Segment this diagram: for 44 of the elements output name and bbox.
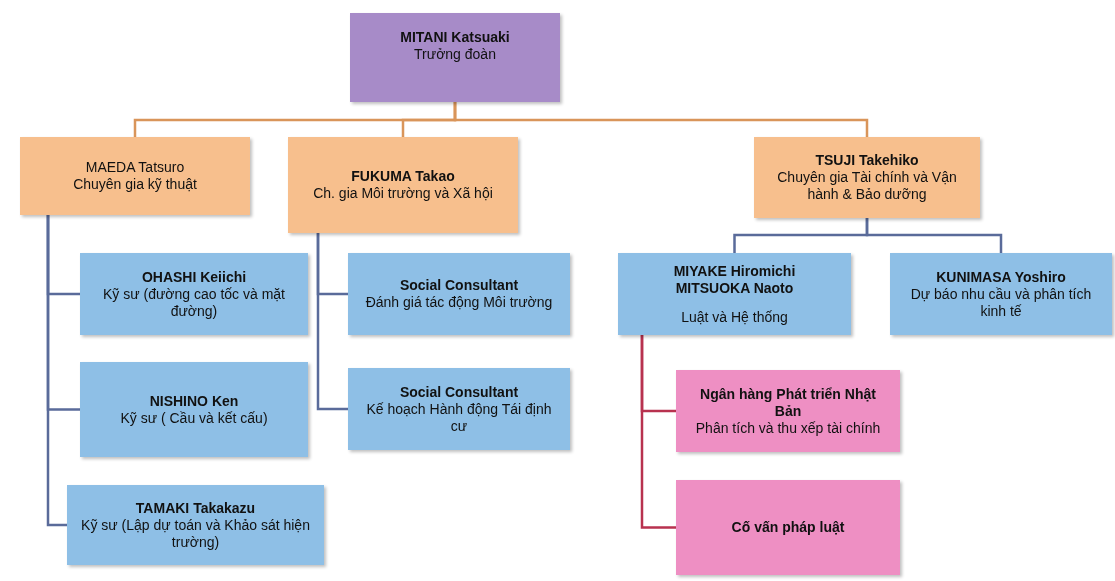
- role-text: Ch. gia Môi trường và Xã hội: [313, 185, 493, 202]
- role-text: Đánh giá tác động Môi trường: [365, 294, 553, 311]
- person-name: Social Consultant: [399, 383, 519, 401]
- person-name: MITANI Katsuaki: [400, 29, 510, 46]
- role-text: Kỹ sư ( Cầu và kết cấu): [120, 409, 268, 427]
- org-box: [676, 370, 900, 452]
- person-name: KUNIMASA Yoshiro: [936, 268, 1066, 286]
- person-name: NISHINO Ken: [149, 392, 239, 410]
- org-box: [348, 253, 570, 335]
- role-text: Phân tích và thu xếp tài chính: [695, 419, 881, 437]
- org-box: [20, 137, 250, 215]
- person-name: Ngân hàng Phát triển Nhật Bản: [699, 385, 877, 420]
- connector-line: [316, 233, 348, 411]
- role-text: Kế hoạch Hành động Tái định cư: [365, 400, 553, 435]
- person-name: Social Consultant: [399, 277, 519, 294]
- role-text: Chuyên gia kỹ thuật: [73, 176, 197, 193]
- org-box: [80, 362, 308, 457]
- role-text: Chuyên gia Tài chính và Vận hành & Bảo dưỡng: [776, 169, 958, 203]
- org-box: [890, 253, 1112, 335]
- person-name: TAMAKI Takakazu: [135, 499, 256, 517]
- person-name: OHASHI Keiichi: [141, 268, 247, 286]
- role-text: Kỹ sư (đường cao tốc và mặt đường): [102, 285, 286, 320]
- role-text: Dự báo nhu cầu và phân tích kinh tế: [909, 285, 1093, 320]
- org-box: [80, 253, 308, 335]
- role-text: Kỹ sư (Lập dự toán và Khảo sát hiện trường): [80, 516, 311, 551]
- connector-line: [453, 102, 869, 137]
- connector-line: [865, 218, 1003, 253]
- person-name: Cố vấn pháp luật: [731, 519, 845, 536]
- role-text: MAEDA Tatsuro: [85, 159, 185, 176]
- connector-line: [640, 335, 676, 529]
- org-box: [67, 485, 324, 565]
- role-text: Luật và Hệ thống: [681, 308, 788, 326]
- org-box: [618, 253, 851, 335]
- org-box: [676, 480, 900, 575]
- org-box: [348, 368, 570, 450]
- person-name: MITSUOKA Naoto: [675, 279, 794, 297]
- person-name: MIYAKE Hiromichi: [673, 262, 796, 280]
- person-name: TSUJI Takehiko: [815, 152, 919, 169]
- org-box: [288, 137, 518, 233]
- person-name: FUKUMA Takao: [351, 168, 455, 185]
- role-text: Trưởng đoàn: [414, 46, 496, 63]
- connector-line: [46, 215, 67, 527]
- org-box: [350, 13, 560, 102]
- org-box: [754, 137, 980, 218]
